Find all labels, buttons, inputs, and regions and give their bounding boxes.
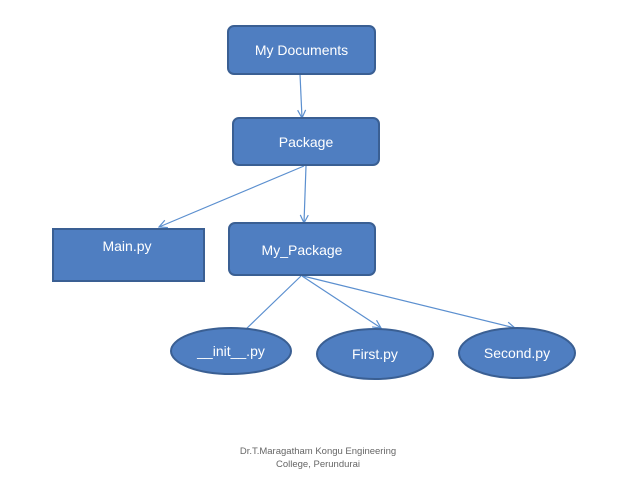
node-my-package: My_Package (228, 222, 376, 276)
node-second-py-label: Second.py (484, 345, 550, 361)
node-second-py: Second.py (458, 327, 576, 379)
node-my-package-label: My_Package (262, 242, 343, 258)
node-main-py: Main.py (52, 228, 205, 282)
node-package-label: Package (279, 134, 334, 150)
node-first-py-label: First.py (352, 346, 398, 362)
node-first-py: First.py (316, 328, 434, 380)
node-package: Package (232, 117, 380, 166)
node-init-py-label: __init__.py (196, 343, 265, 359)
footer-line-2: College, Perundurai (276, 459, 360, 470)
node-my-documents: My Documents (227, 25, 376, 75)
node-init-py: __init__.py (170, 327, 292, 375)
node-main-py-label: Main.py (102, 238, 151, 254)
edge-mydocuments-to-package (300, 73, 302, 118)
edge-package-to-mypackage (304, 165, 306, 223)
node-my-documents-label: My Documents (255, 42, 348, 58)
edge-mypackage-to-second (302, 275, 515, 328)
edge-mypackage-to-first (301, 275, 381, 328)
edge-package-to-main (159, 165, 305, 227)
edge-mypackage-to-init (243, 275, 302, 332)
footer-credit: Dr.T.Maragatham Kongu Engineering Colleg… (240, 446, 396, 470)
footer-line-1: Dr.T.Maragatham Kongu Engineering (240, 446, 396, 457)
